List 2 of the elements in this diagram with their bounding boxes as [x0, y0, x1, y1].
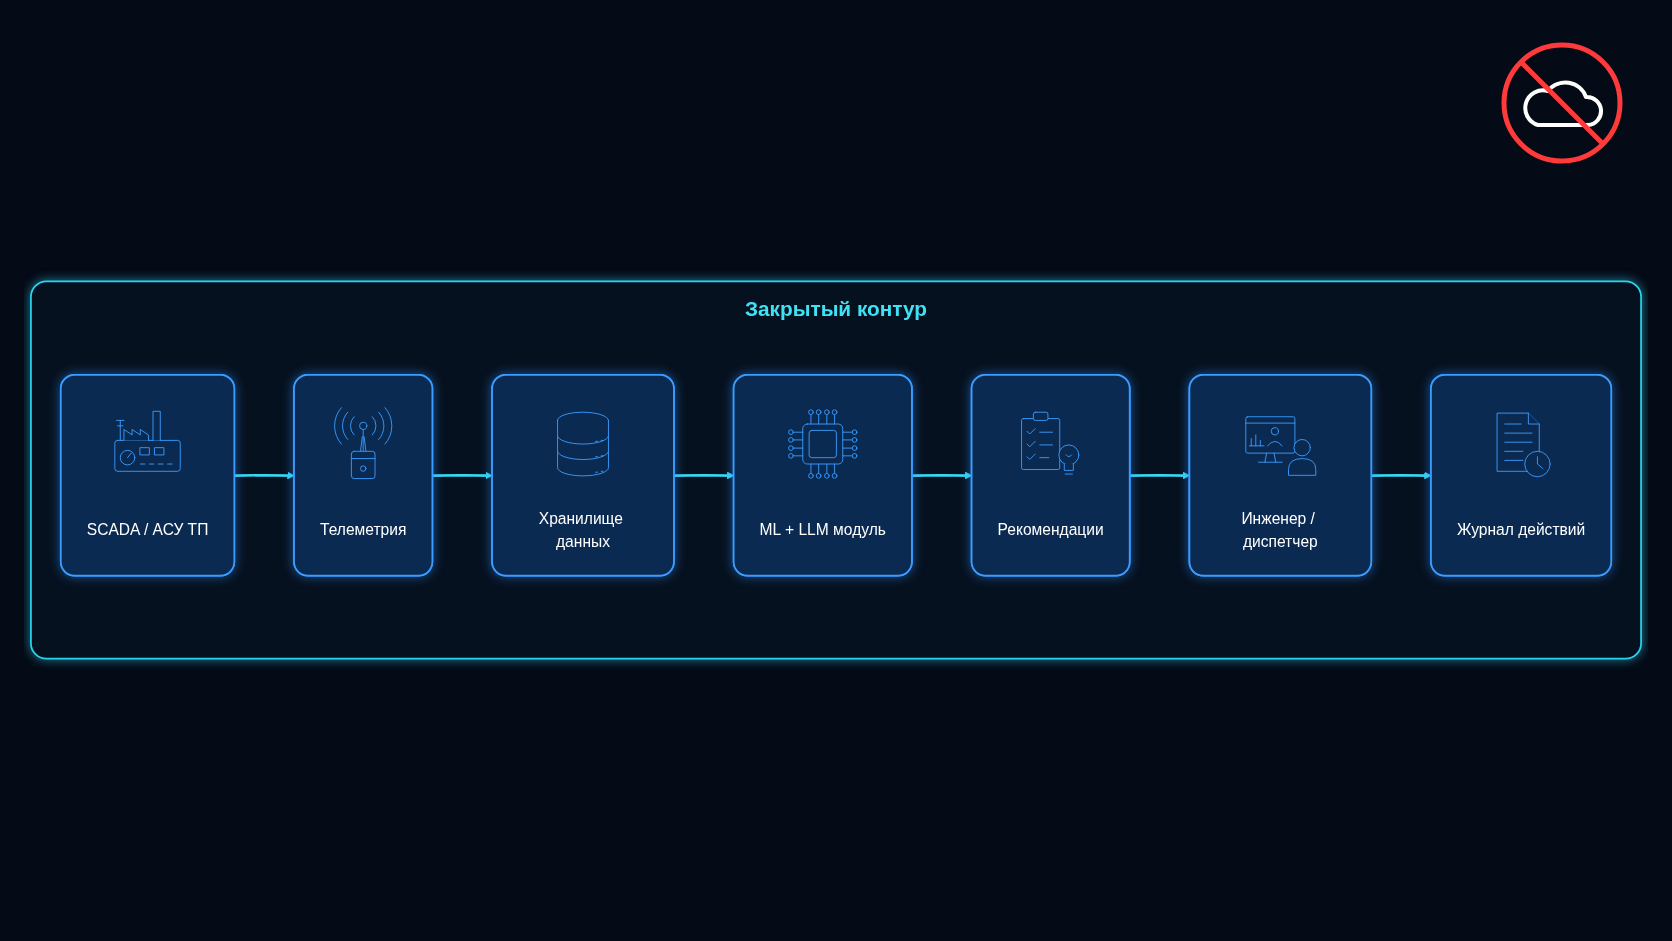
arrow [432, 471, 493, 480]
arrow [234, 471, 295, 480]
